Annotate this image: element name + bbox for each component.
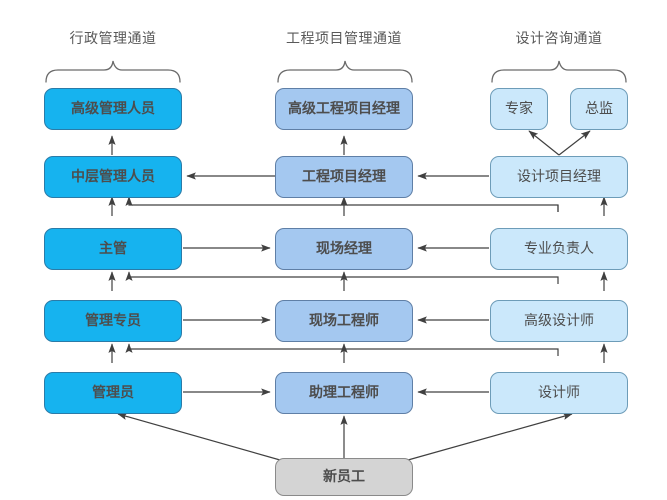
node-assistant-engineer[interactable]: 助理工程师 <box>275 372 413 414</box>
brace-eng <box>277 60 413 83</box>
node-senior-project-manager[interactable]: 高级工程项目经理 <box>275 88 413 130</box>
node-site-manager[interactable]: 现场经理 <box>275 228 413 270</box>
brace-design <box>491 60 627 83</box>
lane-title-eng: 工程项目管理通道 <box>286 30 402 46</box>
node-expert[interactable]: 专家 <box>490 88 548 130</box>
node-supervisor[interactable]: 主管 <box>44 228 182 270</box>
edge-design-pm-to-expert <box>528 130 560 156</box>
node-site-engineer[interactable]: 现场工程师 <box>275 300 413 342</box>
node-admin-officer[interactable]: 管理专员 <box>44 300 182 342</box>
node-senior-manager[interactable]: 高级管理人员 <box>44 88 182 130</box>
node-senior-designer[interactable]: 高级设计师 <box>490 300 628 342</box>
brace-admin <box>45 60 181 83</box>
node-design-project-manager[interactable]: 设计项目经理 <box>490 156 628 198</box>
node-administrator[interactable]: 管理员 <box>44 372 182 414</box>
node-director[interactable]: 总监 <box>570 88 628 130</box>
lane-title-design: 设计咨询通道 <box>515 30 603 46</box>
node-middle-manager[interactable]: 中层管理人员 <box>44 156 182 198</box>
lane-title-admin: 行政管理通道 <box>69 30 157 46</box>
edge-newbie-to-designer <box>407 412 573 461</box>
edge-skip-design-senior-to-admin-supervisor <box>125 271 559 284</box>
edge-newbie-to-admin-clerk <box>117 412 281 461</box>
node-discipline-lead[interactable]: 专业负责人 <box>490 228 628 270</box>
node-new-employee[interactable]: 新员工 <box>275 458 413 496</box>
node-designer[interactable]: 设计师 <box>490 372 628 414</box>
edge-design-pm-to-director <box>558 130 591 156</box>
node-project-manager[interactable]: 工程项目经理 <box>275 156 413 198</box>
edge-skip-design-designer-to-admin-officer <box>125 343 559 356</box>
